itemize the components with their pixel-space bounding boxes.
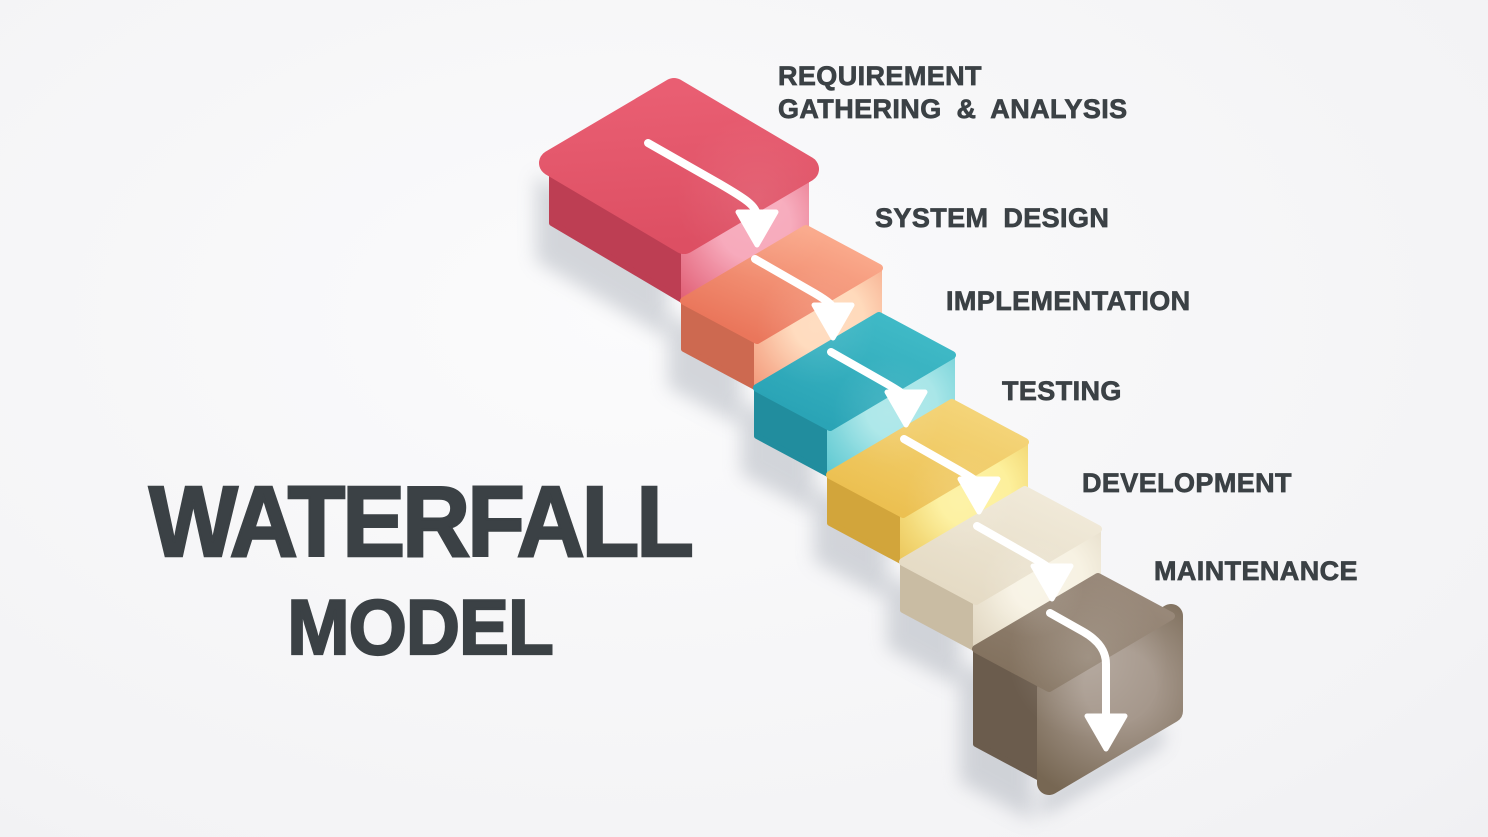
arrowhead-icon [957, 476, 1001, 515]
label-implementation: IMPLEMENTATION [946, 286, 1191, 317]
label-requirement-gathering-analysis: REQUIREMENT GATHERING & ANALYSIS [778, 60, 1128, 126]
highlight-bubbles [676, 116, 1168, 738]
label-maintenance: MAINTENANCE [1154, 556, 1358, 587]
label-development: DEVELOPMENT [1082, 468, 1292, 499]
label-testing: TESTING [1002, 376, 1122, 407]
flow-arrows [644, 139, 1128, 752]
title-model: MODEL [286, 583, 555, 671]
arrowhead-icon [811, 302, 855, 341]
title-waterfall: WATERFALL [148, 466, 695, 578]
arrowhead-icon [1084, 713, 1128, 752]
label-line-1: REQUIREMENT [778, 61, 982, 92]
arrowhead-icon [884, 389, 928, 428]
flow-arrow-maintenance [1046, 609, 1110, 718]
label-line-2: GATHERING & ANALYSIS [778, 94, 1128, 125]
page-title: WATERFALL MODEL [96, 466, 744, 671]
label-system-design: SYSTEM DESIGN [875, 203, 1110, 234]
arrowhead-icon [735, 209, 779, 248]
arrowhead-icon [1030, 563, 1074, 602]
